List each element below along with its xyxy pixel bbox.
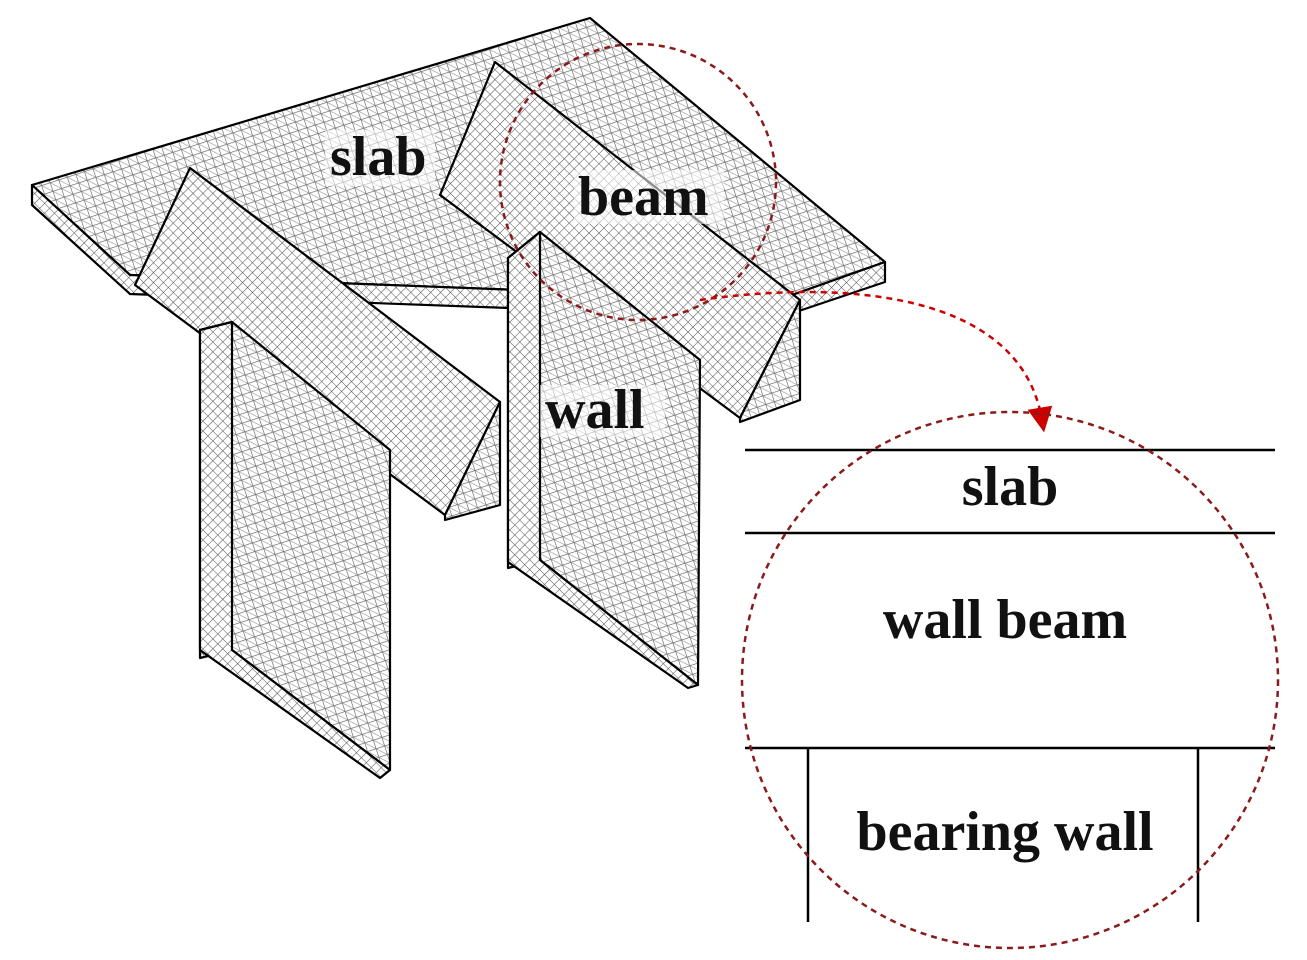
wall-right-edge [506,230,700,690]
structure-3d [30,16,887,780]
label-slab: slab [330,126,427,188]
beam-right-side [738,298,802,424]
detail-view [745,448,1275,922]
detail-label-wall-beam: wall beam [883,589,1127,651]
callout-circle-small [498,42,778,322]
wall-left-edge [198,320,392,780]
labels-detail: slab wall beam bearing wall [856,456,1153,863]
labels-3d: slab beam wall [325,126,724,441]
detail-label-slab: slab [962,456,1059,518]
label-beam: beam [578,166,709,228]
callout-arrow [699,290,1053,433]
beam-left-side [443,400,502,522]
label-wall: wall [545,379,645,441]
detail-label-bearing-wall: bearing wall [856,801,1153,863]
callout-circle-large [740,410,1280,950]
